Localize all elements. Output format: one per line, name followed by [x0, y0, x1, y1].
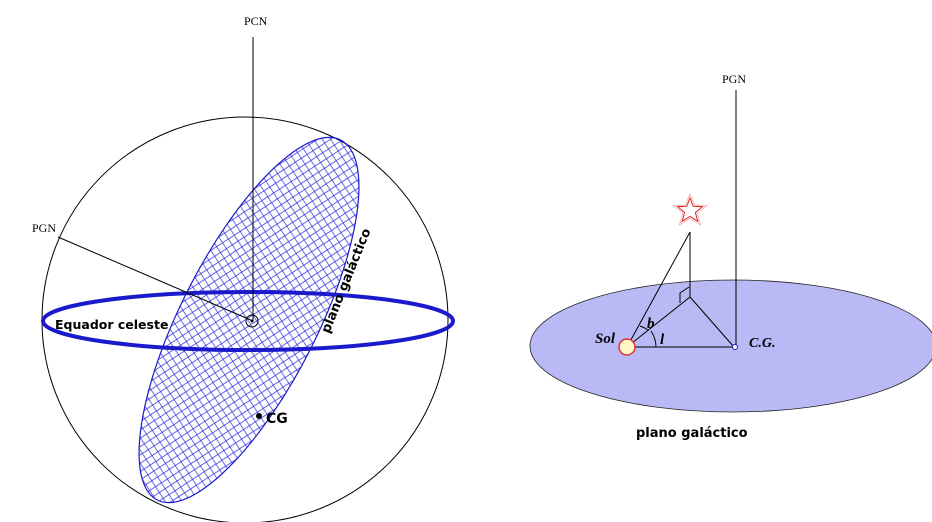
pgn-label-left: PGN [32, 221, 56, 235]
angle-b-arc [639, 325, 649, 331]
star-icon [676, 196, 704, 223]
angle-l-arc [650, 330, 657, 348]
pcn-label: PCN [244, 14, 268, 28]
sol-to-star-line [626, 231, 691, 348]
sol-to-projection-line [626, 296, 691, 348]
cg-label-left: CG [266, 411, 288, 427]
l-label: l [660, 332, 665, 348]
cg-label-right: C.G. [749, 336, 775, 351]
b-label: b [647, 316, 655, 332]
galactic-plane-ellipse [138, 136, 360, 504]
pgn-label-right: PGN [722, 72, 746, 86]
right-angle-marker [679, 286, 690, 303]
galactic-coordinates-figure: PGN Sol b l C.G. plano galáctico [529, 72, 932, 441]
galactic-plane-label-right: plano galáctico [636, 426, 748, 441]
cg-point [256, 413, 262, 419]
equator-label: Equador celeste [55, 317, 168, 332]
cg-point-right [732, 344, 738, 350]
projection-to-cg-line [689, 296, 735, 348]
center-marker [245, 314, 259, 328]
celestial-sphere-figure: PCN PGN Equador celeste plano galáctico … [32, 14, 455, 522]
galactic-plane-disk [529, 279, 932, 413]
center-dot [250, 319, 254, 323]
pgn-line [57, 236, 254, 322]
sun-icon [618, 338, 636, 356]
celestial-equator-ellipse [41, 290, 455, 352]
star-icon-outer [672, 193, 708, 226]
sol-label: Sol [595, 331, 616, 347]
